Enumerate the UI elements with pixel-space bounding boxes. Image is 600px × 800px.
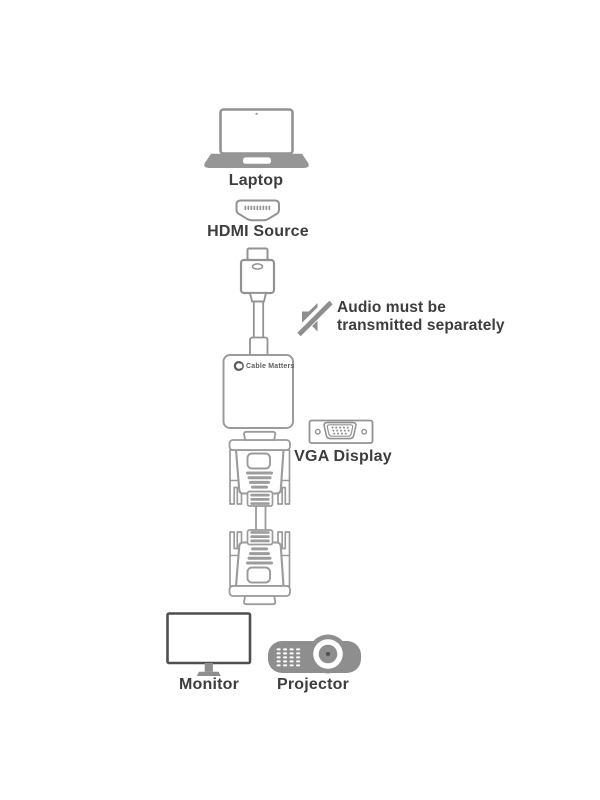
projector-icon bbox=[268, 634, 361, 674]
vga-port-icon bbox=[308, 419, 374, 444]
hdmi-port-icon bbox=[235, 199, 280, 222]
laptop-label: Laptop bbox=[228, 172, 284, 189]
audio-note-line2: transmitted separately bbox=[337, 316, 505, 334]
laptop-icon bbox=[204, 108, 309, 168]
monitor-label: Monitor bbox=[178, 676, 240, 693]
vga-male-connector-top-icon bbox=[228, 430, 291, 507]
vga-male-connector-bottom-icon bbox=[228, 528, 292, 606]
audio-muted-icon bbox=[294, 297, 334, 338]
projector-label: Projector bbox=[276, 676, 350, 693]
hdmi-plug-icon bbox=[239, 247, 276, 358]
hdmi-to-vga-adapter bbox=[222, 354, 294, 429]
hdmi-source-label: HDMI Source bbox=[207, 223, 309, 240]
cable-matters-brand-text: Cable Matters bbox=[246, 362, 295, 370]
cable-matters-logo-icon bbox=[233, 360, 244, 372]
audio-note: Audio must be transmitted separately bbox=[337, 299, 517, 334]
audio-note-line1: Audio must be bbox=[337, 299, 446, 316]
monitor-icon bbox=[166, 612, 252, 676]
vga-display-label: VGA Display bbox=[294, 448, 392, 465]
